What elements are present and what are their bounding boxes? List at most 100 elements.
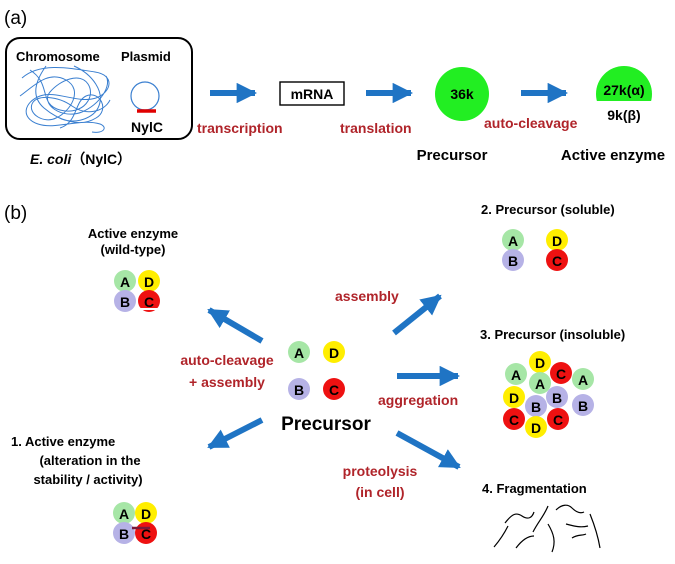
fragment-line (504, 511, 535, 524)
subunit-b (546, 386, 568, 408)
subunit-d (323, 341, 345, 363)
altered-enzyme-title-line3: stability / activity) (33, 472, 142, 487)
beta-subunit-label: 9k(β) (607, 107, 640, 123)
subunit-a (529, 372, 551, 394)
subunit-d-label: D (141, 506, 151, 522)
subunit-d (135, 502, 157, 524)
precursor-36k-circle (435, 67, 489, 121)
subunit-b-label: B (552, 390, 562, 406)
subunit-a-label: A (508, 233, 518, 249)
auto-cleavage-assembly-label-line2: + assembly (189, 374, 265, 390)
subunit-a-label: A (511, 367, 521, 383)
wild-type-title-line1: Active enzyme (88, 226, 178, 241)
subunit-a (288, 341, 310, 363)
subunit-c-label: C (329, 382, 339, 398)
to-altered-enzyme-arrow (207, 417, 264, 450)
fragment-line (493, 525, 509, 548)
subunit-a-label: A (294, 345, 304, 361)
subunit-c-label: C (141, 526, 151, 542)
subunit-b (114, 290, 136, 312)
subunit-b (502, 249, 524, 271)
subunit-c (550, 362, 572, 384)
auto-cleavage-label: auto-cleavage (484, 115, 578, 131)
subunit-d-label: D (509, 390, 519, 406)
subunit-b-label: B (294, 382, 304, 398)
proteolysis-label-line1: proteolysis (343, 463, 418, 479)
subunit-d-label: D (531, 420, 541, 436)
subunit-a (114, 270, 136, 292)
proteolysis-arrow (395, 430, 461, 470)
subunit-c-label: C (553, 412, 563, 428)
center-precursor-subunits: A D B C (288, 341, 345, 400)
host-caption: E. coli（NylC） (30, 151, 131, 167)
panel-a-label: (a) (4, 8, 27, 29)
subunit-a (505, 363, 527, 385)
subunit-b-label: B (508, 253, 518, 269)
subunit-c-label: C (144, 294, 154, 310)
fragment-line (532, 505, 549, 533)
subunit-a-label: A (120, 274, 130, 290)
beta-cleavage-band (592, 102, 656, 123)
alpha-subunit-label: 27k(α) (603, 82, 644, 98)
aggregation-label: aggregation (378, 392, 458, 408)
assembly-arrow (392, 293, 442, 336)
assembly-label: assembly (335, 288, 399, 304)
soluble-precursor-title: 2. Precursor (soluble) (481, 202, 615, 217)
soluble-precursor-cluster: A B D C (502, 229, 568, 271)
wild-type-enzyme-cluster: A D B C (114, 270, 160, 312)
subunit-a (502, 229, 524, 251)
subunit-b-label: B (531, 399, 541, 415)
proteolysis-label-line2: (in cell) (355, 484, 404, 500)
chromosome-dna-strand (19, 65, 111, 133)
subunit-b (288, 378, 310, 400)
fragment-line (547, 523, 555, 553)
fragment-line (555, 504, 585, 514)
center-precursor-label: Precursor (281, 414, 371, 435)
nylc-gene-label: NylC (131, 119, 163, 135)
wild-type-title-line2: (wild-type) (101, 242, 166, 257)
fragment-line (515, 535, 535, 549)
mrna-box (279, 81, 345, 106)
mrna-label: mRNA (291, 86, 334, 102)
subunit-b-label: B (120, 294, 130, 310)
active-enzyme-caption: Active enzyme (561, 147, 665, 164)
fragment-line (571, 533, 587, 539)
subunit-d-label: D (329, 345, 339, 361)
subunit-a-label: A (535, 376, 545, 392)
subunit-b-label: B (119, 526, 129, 542)
altered-enzyme-title-line1: 1. Active enzyme (11, 434, 115, 449)
subunit-b (525, 395, 547, 417)
subunit-b (113, 522, 135, 544)
subunit-c (546, 249, 568, 271)
panel-b-label: (b) (4, 203, 27, 224)
subunit-d (529, 351, 551, 373)
subunit-d (525, 416, 547, 438)
subunit-c (547, 408, 569, 430)
subunit-d-label: D (535, 355, 545, 371)
subunit-c (503, 408, 525, 430)
fragmentation-title: 4. Fragmentation (482, 481, 587, 496)
precursor-caption: Precursor (417, 147, 488, 164)
subunit-c (138, 290, 160, 312)
peptide-fragments (493, 504, 601, 553)
subunit-a-label: A (578, 372, 588, 388)
subunit-a (113, 502, 135, 524)
altered-enzyme-title-line2: (alteration in the (39, 453, 140, 468)
plasmid-label: Plasmid (121, 49, 171, 64)
subunit-c-label: C (556, 366, 566, 382)
subunit-d (546, 229, 568, 251)
subunit-c (323, 378, 345, 400)
chromosome-label: Chromosome (16, 49, 100, 64)
altered-enzyme-cluster: A D B C (113, 502, 157, 544)
auto-cleavage-assembly-label-line1: auto-cleavage (180, 352, 274, 368)
subunit-d (138, 270, 160, 292)
transcription-label: transcription (197, 120, 283, 136)
insoluble-precursor-title: 3. Precursor (insoluble) (480, 327, 625, 342)
subunit-d-label: D (552, 233, 562, 249)
subunit-b-label: B (578, 398, 588, 414)
subunit-d (503, 386, 525, 408)
subunit-c-label: C (552, 253, 562, 269)
insoluble-aggregate-cluster: D A C A A D B B B C C D (503, 351, 594, 438)
